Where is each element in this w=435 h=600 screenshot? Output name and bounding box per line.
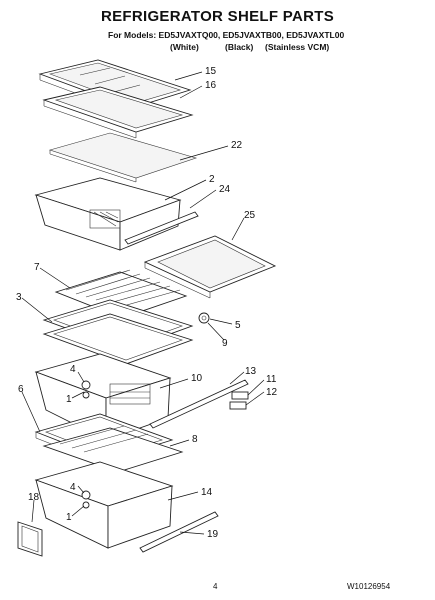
callout-22: 22 [231,140,243,151]
callout-5: 5 [235,320,241,331]
page-title: REFRIGERATOR SHELF PARTS [100,8,335,25]
callout-14: 14 [201,487,213,498]
part-14-crisper-drawer [34,461,174,549]
part-13-rail [149,379,249,429]
leader-lines [21,71,265,535]
callout-24: 24 [219,184,231,195]
callout-7: 7 [34,262,40,273]
callout-12: 12 [266,387,278,398]
callout-10: 10 [191,373,203,384]
callout-numbers: 15 16 22 2 24 25 7 3 5 9 4 1 10 13 11 12… [16,66,278,540]
callout-3: 3 [16,292,22,303]
models-line: For Models: ED5JVAXTQ00, ED5JVAXTB00, ED… [108,30,345,40]
callout-9: 9 [222,338,228,349]
part-2-crisper-pan [34,177,182,251]
page-number: 4 [213,582,218,591]
part-25-shelf [143,235,277,299]
finish-stainless-label: (Stainless VCM) [265,42,330,52]
callout-4a: 4 [70,364,76,375]
callout-1b: 1 [66,512,72,523]
callout-18: 18 [28,492,40,503]
callout-6: 6 [18,384,24,395]
part-3-frame [42,299,194,365]
callout-15: 15 [205,66,217,77]
callout-2: 2 [209,174,215,185]
part-5-knob [198,312,210,324]
callout-13: 13 [245,366,257,377]
document-number: W10126954 [347,582,391,591]
finish-black-label: (Black) [225,42,254,52]
callout-8: 8 [192,434,198,445]
callout-19: 19 [207,529,219,540]
callout-1a: 1 [66,394,72,405]
callout-16: 16 [205,80,217,91]
part-18-label [17,521,43,557]
part-11-12-slides [229,391,249,410]
callout-25: 25 [244,210,256,221]
callout-11: 11 [266,374,277,385]
finish-white-label: (White) [170,42,199,52]
part-22-glass-shelf [48,132,198,183]
callout-4b: 4 [70,482,76,493]
part-24-rail [124,211,199,245]
part-8-cover [42,425,184,473]
part-16-shelf [42,86,194,139]
part-19-rail [139,511,219,553]
